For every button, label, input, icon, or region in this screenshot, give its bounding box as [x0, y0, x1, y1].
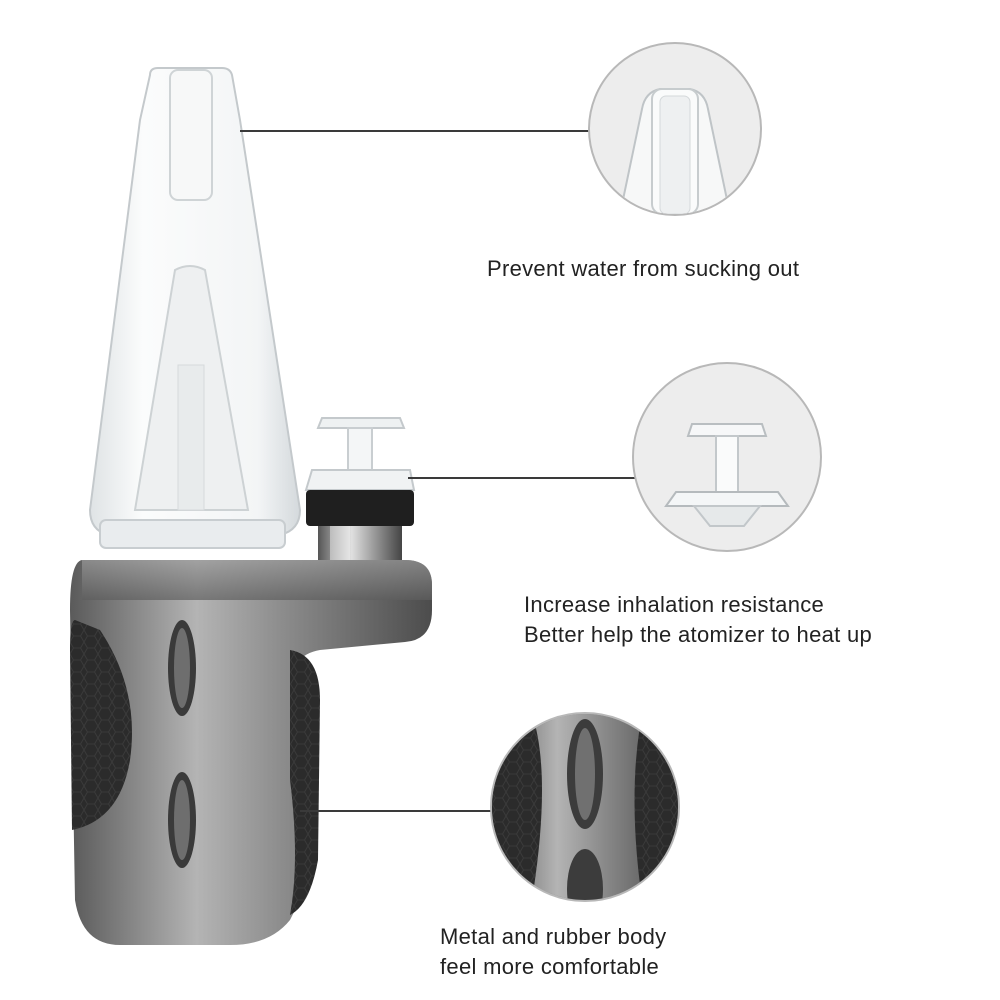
carb-cap — [304, 417, 416, 568]
leader-line-glass-top — [240, 130, 590, 132]
glass-chamber — [88, 67, 302, 549]
caption-body: Metal and rubber body feel more comforta… — [440, 922, 666, 982]
leader-line-carb-cap — [408, 477, 638, 479]
zoom-circle-body — [490, 712, 680, 902]
caption-carb-cap: Increase inhalation resistance Better he… — [524, 590, 872, 650]
caption-line: Metal and rubber body — [440, 924, 667, 949]
caption-glass-top: Prevent water from sucking out — [487, 254, 799, 284]
caption-line: Better help the atomizer to heat up — [524, 622, 873, 647]
caption-line: feel more comfortable — [440, 954, 660, 979]
caption-line: Increase inhalation resistance — [524, 592, 825, 617]
zoom-circle-glass-top — [588, 42, 762, 216]
caption-line: Prevent water from sucking out — [487, 256, 800, 281]
device-body — [70, 560, 432, 945]
leader-line-body — [300, 810, 495, 812]
zoom-circle-carb-cap — [632, 362, 822, 552]
